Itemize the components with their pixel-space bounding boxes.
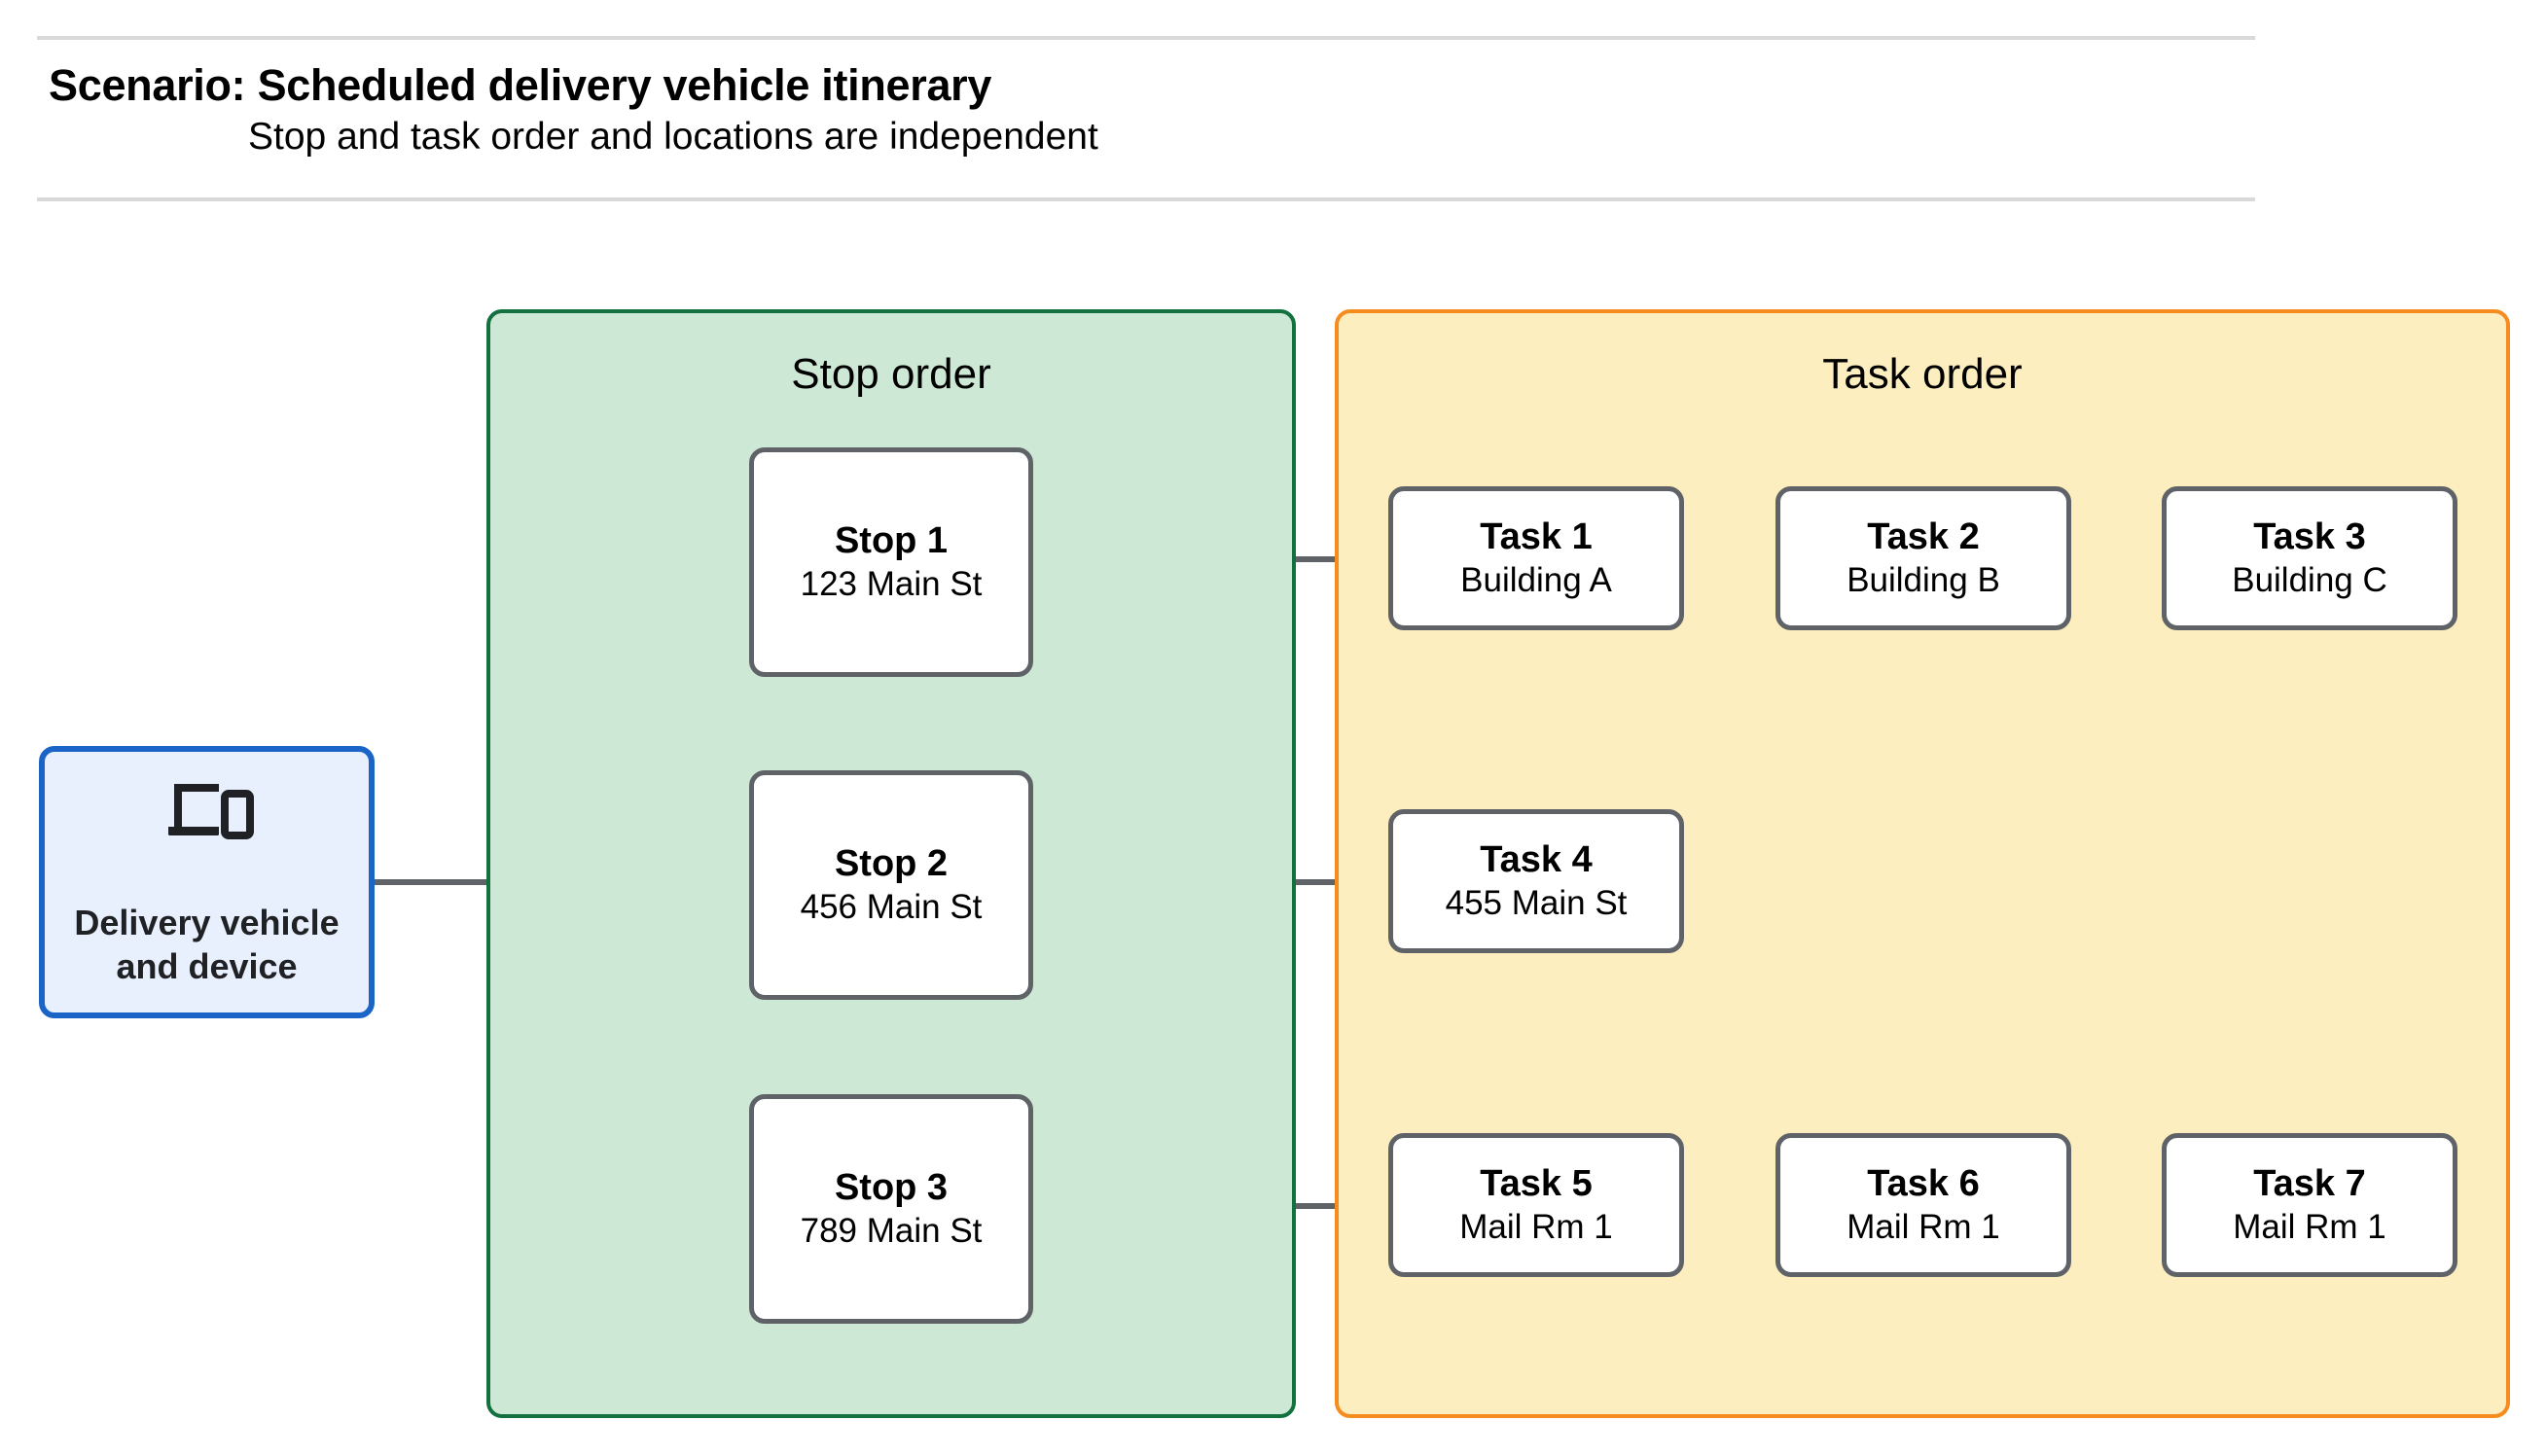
stop-node-2[interactable]: Stop 2 456 Main St [749,770,1033,1000]
stop-node-address: 789 Main St [800,1212,983,1251]
task-node-location: Mail Rm 1 [2233,1208,2386,1247]
task-node-location: Building B [1847,561,2000,600]
task-node-location: 455 Main St [1445,884,1628,923]
delivery-vehicle-node[interactable]: Delivery vehicle and device [39,746,375,1018]
stop-node-title: Stop 1 [834,519,949,561]
task-node-5[interactable]: Task 5 Mail Rm 1 [1388,1133,1684,1277]
stop-node-1[interactable]: Stop 1 123 Main St [749,447,1033,677]
task-node-7[interactable]: Task 7 Mail Rm 1 [2162,1133,2457,1277]
stop-node-address: 456 Main St [800,888,983,927]
page-subtitle: Stop and task order and locations are in… [248,116,1098,158]
header-divider-bottom [37,197,2255,201]
task-node-location: Building A [1460,561,1612,600]
task-node-title: Task 4 [1480,838,1593,880]
task-node-4[interactable]: Task 4 455 Main St [1388,809,1684,953]
stop-node-title: Stop 2 [834,842,949,884]
task-order-title: Task order [1822,350,2023,398]
task-node-6[interactable]: Task 6 Mail Rm 1 [1775,1133,2071,1277]
task-node-3[interactable]: Task 3 Building C [2162,486,2457,630]
task-node-2[interactable]: Task 2 Building B [1775,486,2071,630]
delivery-vehicle-label: Delivery vehicle and device [74,902,340,986]
page-title: Scenario: Scheduled delivery vehicle iti… [49,60,992,110]
devices-icon [167,783,254,839]
task-node-location: Mail Rm 1 [1459,1208,1613,1247]
task-node-title: Task 7 [2253,1162,2366,1204]
task-node-title: Task 5 [1480,1162,1593,1204]
task-node-title: Task 6 [1867,1162,1980,1204]
task-node-title: Task 1 [1480,515,1593,557]
stop-node-3[interactable]: Stop 3 789 Main St [749,1094,1033,1324]
stop-order-title: Stop order [791,350,991,398]
task-node-1[interactable]: Task 1 Building A [1388,486,1684,630]
task-node-location: Mail Rm 1 [1847,1208,2000,1247]
task-node-location: Building C [2232,561,2387,600]
task-node-title: Task 2 [1867,515,1980,557]
stop-node-title: Stop 3 [834,1166,949,1208]
task-node-title: Task 3 [2253,515,2366,557]
header-divider-top [37,36,2255,40]
stop-node-address: 123 Main St [800,565,983,604]
